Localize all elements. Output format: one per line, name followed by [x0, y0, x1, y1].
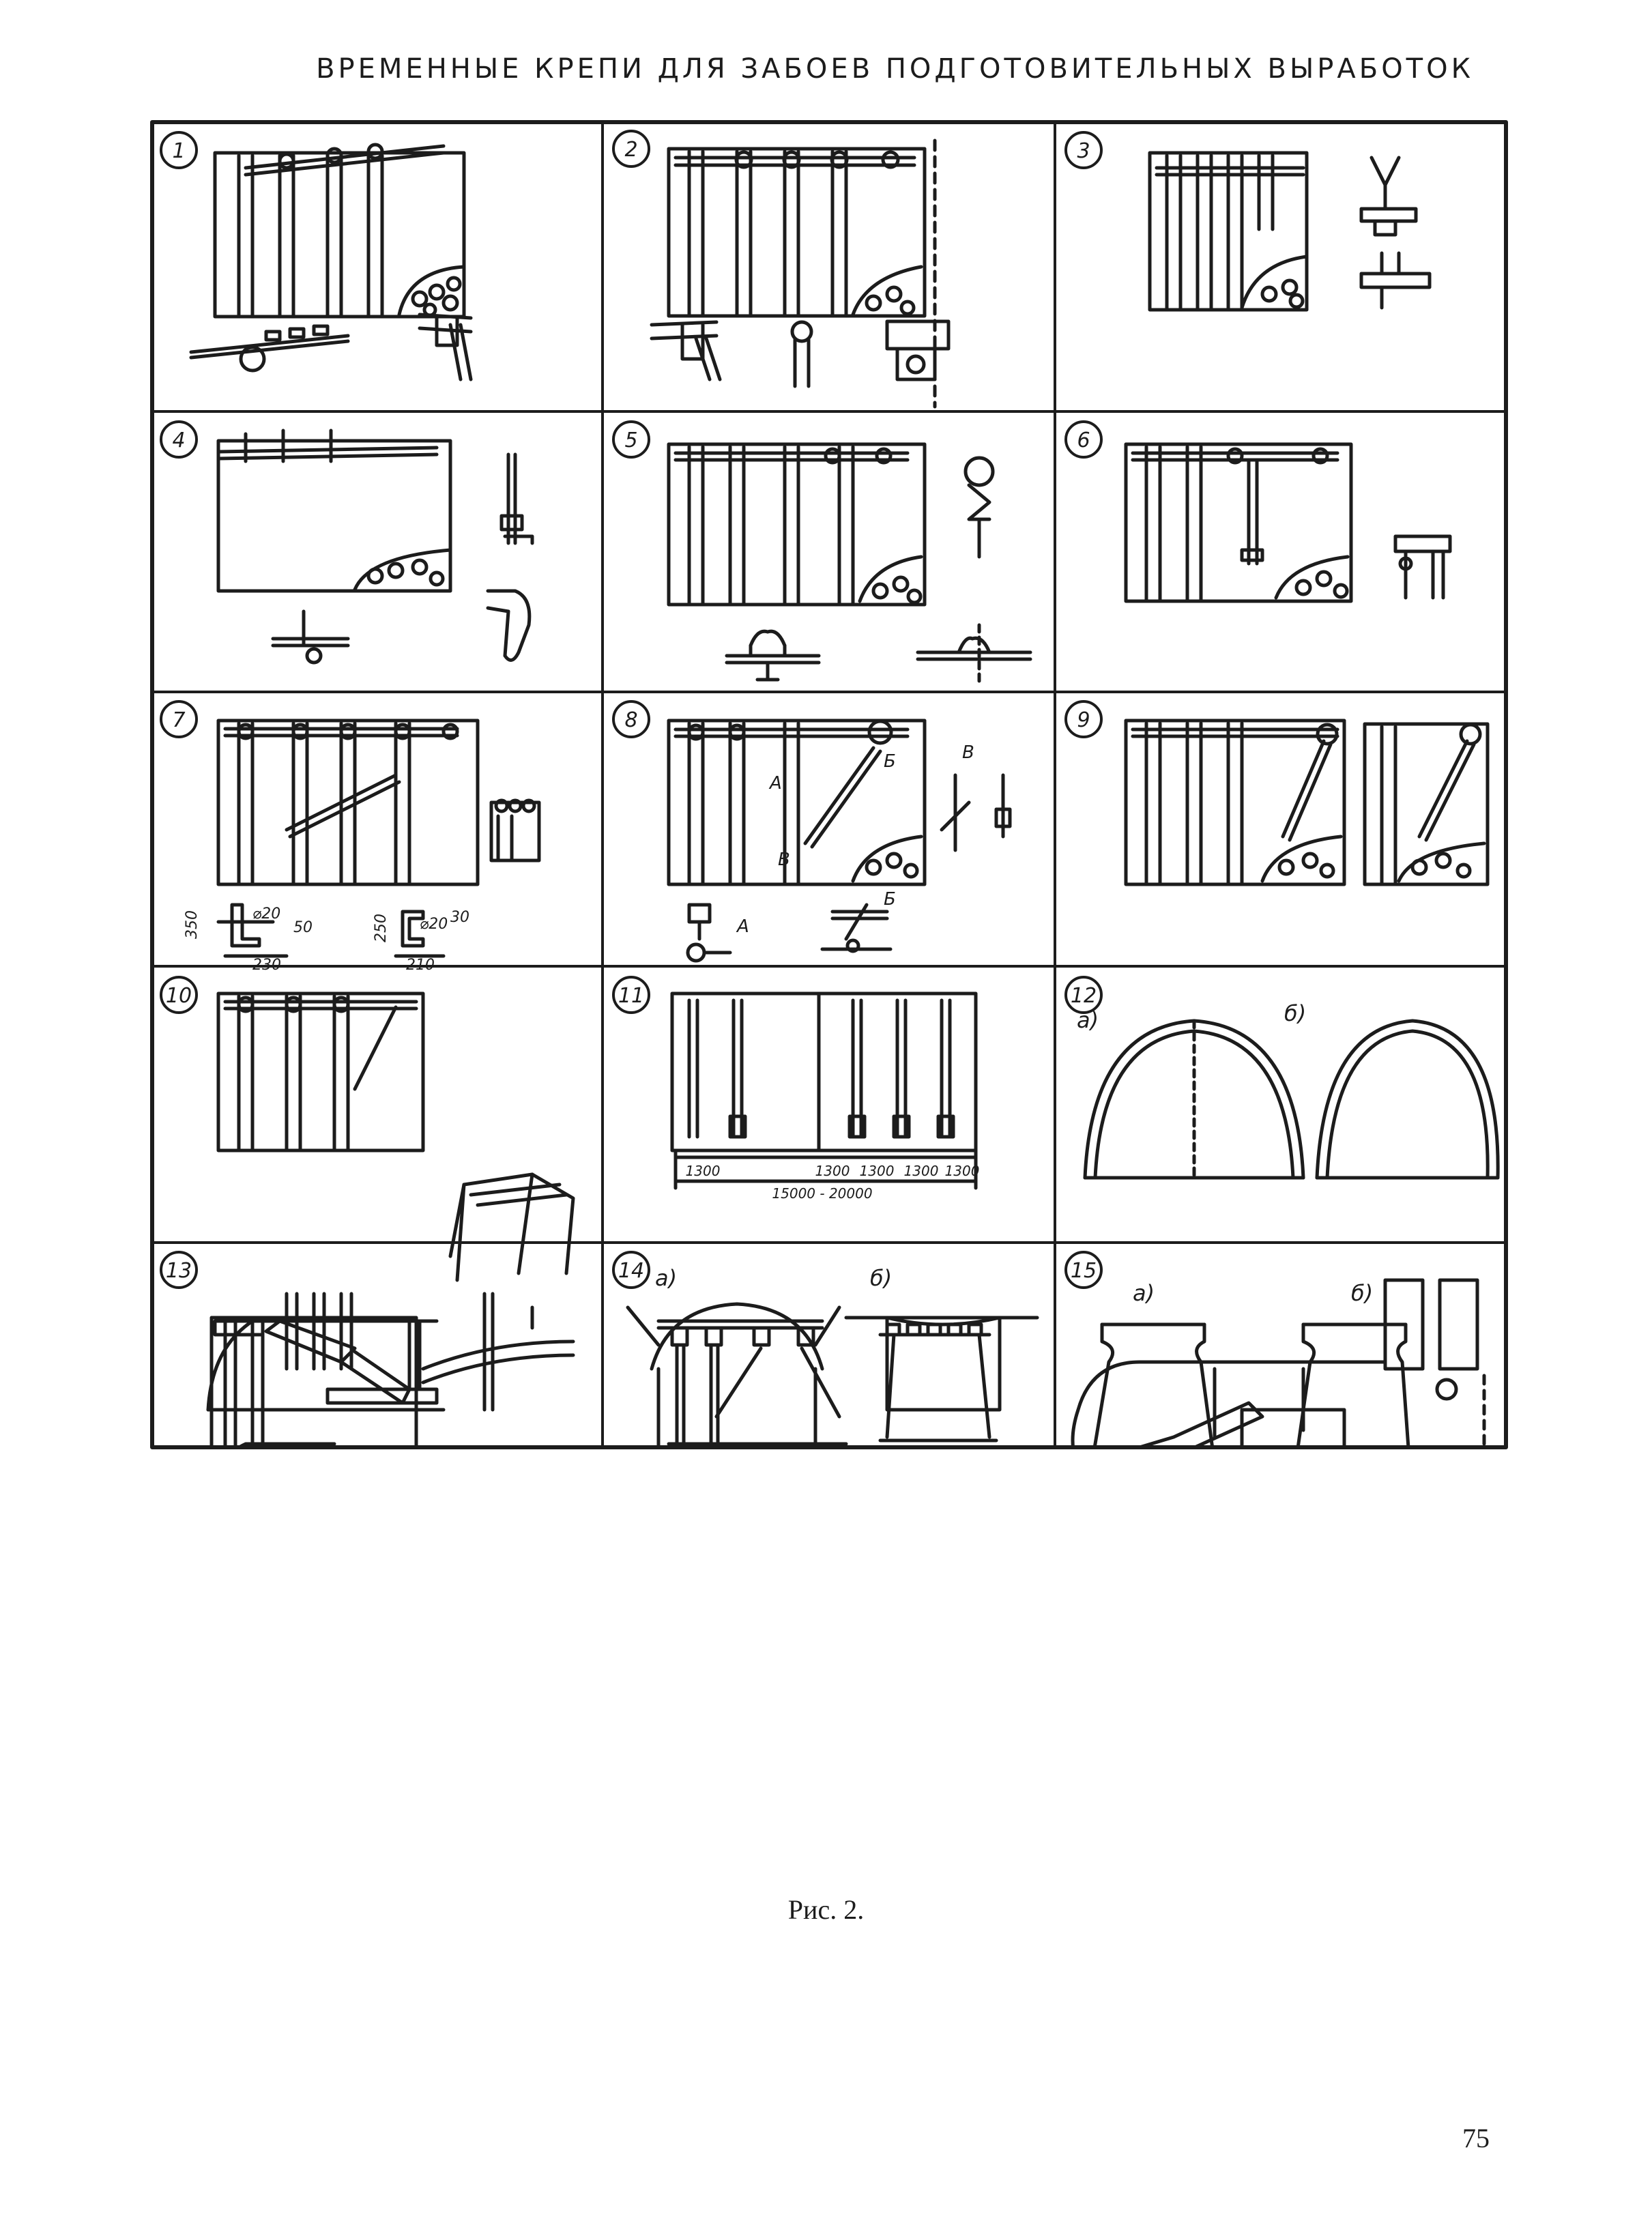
- dimension-label: ⌀20: [420, 916, 448, 933]
- dimension-label: 250: [373, 914, 390, 942]
- panel-14-drawing: [626, 1302, 1039, 1449]
- panel-number: 4: [172, 429, 185, 452]
- dimension-label: 1300: [860, 1163, 895, 1179]
- section-letter: В: [778, 850, 790, 870]
- section-letter: Б: [884, 889, 896, 910]
- panel-18-drawing: [1071, 1278, 1486, 1449]
- panel-1-drawing: [189, 143, 473, 381]
- dimension-label: 30: [450, 909, 469, 926]
- figure-frame: [150, 120, 1508, 1449]
- figure-2: 1 2 3 4 5 6 7 8 9 10 11 12 13 14 15 16 1…: [150, 120, 1508, 1449]
- variant-label: б): [870, 1265, 892, 1291]
- variant-label: б): [1351, 1280, 1373, 1306]
- dimension-label: 15000 - 20000: [772, 1185, 872, 1202]
- dimension-label: ⌀20: [252, 905, 280, 923]
- panel-number: 10: [166, 984, 192, 1008]
- panel-number: 9: [1077, 708, 1090, 732]
- panel-16-drawing: [206, 1305, 534, 1449]
- panel-3-drawing: [1148, 151, 1432, 312]
- panel-number: 14: [618, 1259, 644, 1283]
- panel-11-drawing: [670, 991, 978, 1190]
- variant-label: б): [1284, 1000, 1306, 1026]
- panel-number: 3: [1077, 139, 1090, 163]
- page-header: ВРЕМЕННЫЕ КРЕПИ ДЛЯ ЗАБОЕВ ПОДГОТОВИТЕЛЬ…: [316, 53, 1474, 85]
- dimension-label: 1300: [815, 1163, 850, 1179]
- panel-13-drawing: [209, 1292, 575, 1449]
- dimension-label: 1300: [904, 1163, 939, 1179]
- panel-number: 12: [1071, 984, 1097, 1008]
- panel-5-drawing: [667, 442, 1032, 689]
- section-letter: В: [962, 742, 974, 763]
- page-number: 75: [1462, 2123, 1490, 2154]
- panel-number: 11: [618, 984, 644, 1008]
- variant-label: а): [1077, 1007, 1099, 1033]
- panel-number: 6: [1077, 429, 1090, 452]
- variant-label: а): [655, 1265, 677, 1291]
- panel-number: 8: [624, 708, 637, 732]
- panel-10-drawing: [216, 991, 575, 1282]
- panel-7-drawing: [216, 719, 541, 958]
- panel-12-drawing: [1083, 1019, 1500, 1180]
- figure-caption: Рис. 2.: [787, 1894, 865, 1925]
- panel-4-drawing: [216, 429, 534, 665]
- section-letter: А: [736, 916, 749, 937]
- panel-number: 7: [172, 708, 185, 732]
- variant-label: а): [1133, 1280, 1155, 1306]
- dimension-label: 350: [184, 910, 201, 939]
- panel-8-drawing: [667, 719, 1012, 963]
- dimension-label: 50: [293, 919, 313, 936]
- panel-number: 5: [624, 429, 637, 452]
- panel-number: 1: [172, 139, 185, 163]
- dimension-label: 230: [252, 957, 281, 974]
- section-letter: А: [768, 773, 782, 794]
- panel-6-drawing: [1124, 442, 1452, 603]
- panel-number: 2: [624, 138, 637, 162]
- panel-number: 15: [1071, 1259, 1097, 1283]
- panel-17-drawing: [656, 1319, 998, 1449]
- section-letter: Б: [884, 751, 896, 772]
- panel-number: 13: [166, 1259, 192, 1283]
- panel-9-drawing: [1124, 719, 1490, 886]
- dimension-label: 1300: [945, 1163, 980, 1179]
- dimension-label: 210: [406, 957, 435, 974]
- dimension-label: 1300: [686, 1163, 721, 1179]
- panel-2-drawing: [650, 139, 951, 409]
- panel-15-drawing: [1092, 1322, 1410, 1449]
